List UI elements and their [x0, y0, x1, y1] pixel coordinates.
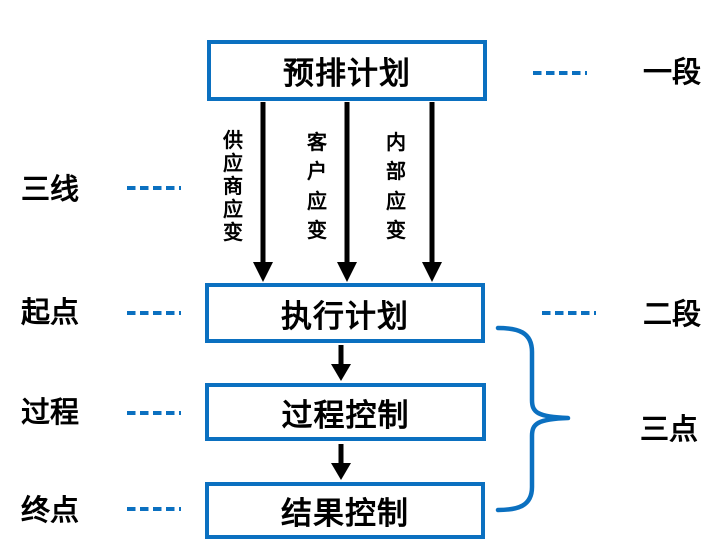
branch-label-customer: 客户应变	[307, 132, 327, 242]
annotation-yiduan: 一段	[643, 57, 702, 89]
annotation-sandian: 三点	[640, 414, 699, 446]
arrow-internal	[422, 102, 442, 282]
annotation-erduan: 二段	[643, 299, 702, 331]
flow-box-exec: 执行计划	[205, 283, 485, 343]
arrow-process-to-result	[331, 444, 351, 480]
flow-box-result: 结果控制	[205, 482, 485, 539]
arrow-exec-to-process	[331, 345, 351, 381]
annotation-guocheng: 过程	[21, 397, 80, 429]
branch-label-supplier: 供应商应变	[223, 130, 243, 244]
flow-box-preplan: 预排计划	[207, 40, 487, 101]
annotation-qidian: 起点	[21, 297, 80, 329]
annotation-zhongdian: 终点	[21, 495, 80, 527]
annotation-sanxian: 三线	[21, 174, 80, 206]
flow-box-process: 过程控制	[205, 383, 486, 441]
arrow-supplier	[253, 102, 273, 282]
branch-label-internal: 内部应变	[386, 132, 406, 242]
arrow-customer	[337, 102, 357, 282]
curly-brace	[495, 325, 571, 513]
